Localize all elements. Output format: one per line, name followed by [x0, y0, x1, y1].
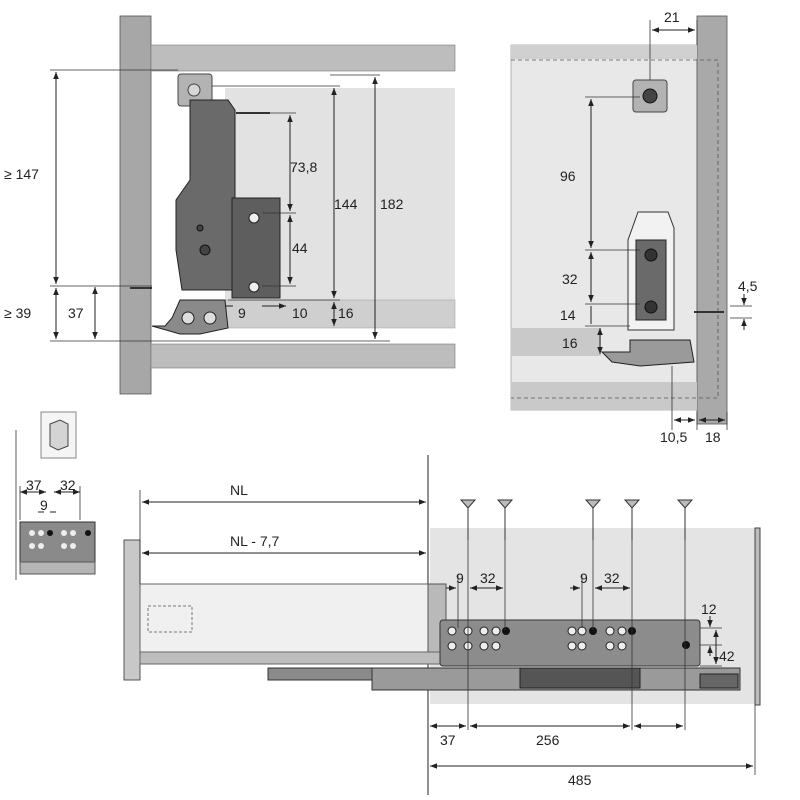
screw-hole-upper-icon: [248, 212, 260, 224]
dim-256: 256: [536, 732, 560, 748]
dim-9-a: 9: [456, 570, 464, 586]
dim-detail-32: 32: [60, 477, 76, 493]
detail-hole-icon: [38, 543, 44, 549]
detail-hole-icon: [70, 530, 76, 536]
screw-hole-lower-icon: [248, 281, 260, 293]
cabinet-side-panel: [119, 15, 152, 395]
dim-9: 9: [238, 305, 246, 321]
dim-73-8: 73,8: [290, 159, 317, 175]
front-view: 21 96 32 14 16 4,5 10,5 18: [510, 9, 758, 445]
detail-hole-icon: [38, 530, 44, 536]
dim-9-b: 9: [580, 570, 588, 586]
runner-mechanism: [519, 667, 641, 689]
drawer-box: [139, 583, 431, 653]
screw-icon: [623, 499, 641, 540]
dim-37-slide: 37: [440, 732, 456, 748]
front-hole-upper-icon: [644, 248, 658, 262]
dim-10-5: 10,5: [660, 429, 687, 445]
side-view: ≥ 147 ≥ 39 37 73,8 44 144 182 16 9 10: [4, 15, 456, 395]
hidden-bracket: [147, 605, 193, 633]
detail-hole-black-icon: [47, 530, 53, 536]
runner-end-cap: [699, 673, 739, 689]
dim-96: 96: [560, 168, 576, 184]
cabinet-side-panel-right: [696, 15, 728, 425]
runner-inner-rail: [267, 667, 379, 681]
fixing-hole-icon: [196, 224, 204, 232]
dim-nl-minus-7-7: NL - 7,7: [230, 533, 279, 549]
dim-10: 10: [292, 305, 308, 321]
detail-hole-icon: [29, 543, 35, 549]
screw-icon: [676, 499, 694, 540]
adjust-screw-icon: [187, 83, 201, 97]
dim-min-39: ≥ 39: [4, 305, 31, 321]
dim-min-147: ≥ 147: [4, 166, 39, 182]
front-hole-lower-icon: [644, 300, 658, 314]
front-runner-profile: [600, 339, 695, 367]
detail-hole-icon: [61, 530, 67, 536]
drawer-front: [123, 539, 141, 681]
cabinet-back-wall: [754, 527, 761, 706]
detail-hole-icon: [61, 543, 67, 549]
dim-16-front: 16: [562, 335, 578, 351]
dim-14: 14: [560, 307, 576, 323]
detail-runner-rail: [19, 561, 96, 575]
roller-icon: [203, 311, 217, 325]
dim-18: 18: [705, 429, 721, 445]
dim-16: 16: [338, 305, 354, 321]
detail-hole-icon: [29, 530, 35, 536]
dim-485: 485: [568, 772, 592, 788]
screw-icon: [459, 499, 477, 540]
dim-32: 32: [562, 271, 578, 287]
drawer-bottom-rail: [139, 651, 446, 665]
dim-21: 21: [664, 9, 680, 25]
front-bottom-band: [511, 328, 601, 356]
cabinet-thumbnail-icon: [49, 419, 69, 451]
front-bracket: [175, 99, 236, 291]
detail-view: 37 32 9: [15, 411, 96, 580]
dim-37: 37: [68, 305, 84, 321]
detail-runner-plate: [19, 521, 96, 563]
dim-nl: NL: [230, 482, 248, 498]
dim-detail-9: 9: [40, 497, 48, 513]
dim-144: 144: [334, 196, 358, 212]
drawer-bottom-panel: [224, 299, 456, 329]
screw-icon: [496, 499, 514, 540]
hole-row: [447, 626, 690, 651]
cabinet-top-board: [150, 44, 456, 72]
fixing-hole-icon: [199, 244, 211, 256]
roller-icon: [181, 311, 195, 325]
screw-icon: [584, 499, 602, 540]
cabinet-bottom-board: [150, 343, 456, 369]
dim-12: 12: [701, 601, 717, 617]
front-lower-band: [511, 382, 697, 410]
dim-4-5: 4,5: [738, 278, 758, 294]
dim-32-b: 32: [604, 570, 620, 586]
slide-view: NL NL - 7,7 9 32 9 32 12 42 37 256 485: [123, 455, 761, 795]
dim-detail-37: 37: [26, 477, 42, 493]
adjust-screw-front-icon: [642, 88, 658, 104]
dim-42: 42: [719, 648, 735, 664]
dim-182: 182: [380, 196, 404, 212]
dim-32-a: 32: [480, 570, 496, 586]
front-top-band: [511, 45, 697, 59]
detail-hole-icon: [70, 543, 76, 549]
dim-44: 44: [292, 240, 308, 256]
detail-hole-black-icon: [85, 530, 91, 536]
